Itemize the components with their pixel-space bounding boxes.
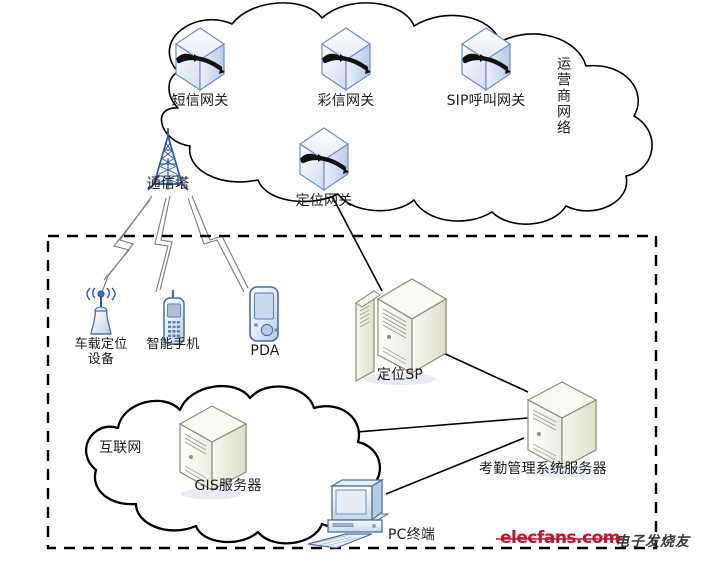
mms-gateway-label: 彩信网关	[317, 93, 375, 109]
enterprise-dashed-zone	[46, 234, 658, 550]
gateway-cube-icon	[460, 27, 512, 92]
pda-label: PDA	[250, 343, 280, 359]
vehicle-locator-icon	[86, 287, 116, 335]
smartphone-icon	[163, 290, 185, 345]
gateway-cube-icon	[298, 127, 350, 192]
operator-cloud-outline	[160, 2, 653, 225]
watermark-domain: elecfans.com	[500, 528, 620, 548]
operator-network-label: 运营商网络	[555, 56, 571, 136]
pda-icon	[249, 286, 279, 342]
tower-icon	[147, 128, 189, 191]
gateway-cube-icon	[320, 27, 372, 92]
pc-terminal-label: PC终端	[388, 527, 436, 543]
server-icon	[355, 278, 448, 385]
server-icon	[178, 405, 248, 500]
location-sp-label: 定位SP	[376, 367, 424, 383]
communication-tower-label: 通信塔	[146, 176, 190, 192]
gateway-cube-icon	[174, 27, 226, 92]
attendance-server-label: 考勤管理系统服务器	[479, 461, 607, 477]
watermark-strike	[496, 538, 624, 540]
location-gateway-label: 定位网关	[295, 193, 353, 209]
smart-phone-label: 智能手机	[146, 337, 200, 352]
wireless-link-bolts	[100, 195, 249, 296]
server-icon	[526, 381, 598, 478]
watermark-brand: 电子发烧友	[615, 534, 690, 550]
sms-gateway-label: 短信网关	[171, 93, 229, 109]
sip-call-gateway-label: SIP呼叫网关	[446, 93, 526, 109]
desktop-pc-icon	[307, 478, 390, 549]
vehicle-locator-label: 车载定位设备	[74, 337, 128, 367]
internet-cloud-label: 互联网	[99, 440, 142, 456]
gis-server-label: GIS服务器	[194, 478, 262, 494]
